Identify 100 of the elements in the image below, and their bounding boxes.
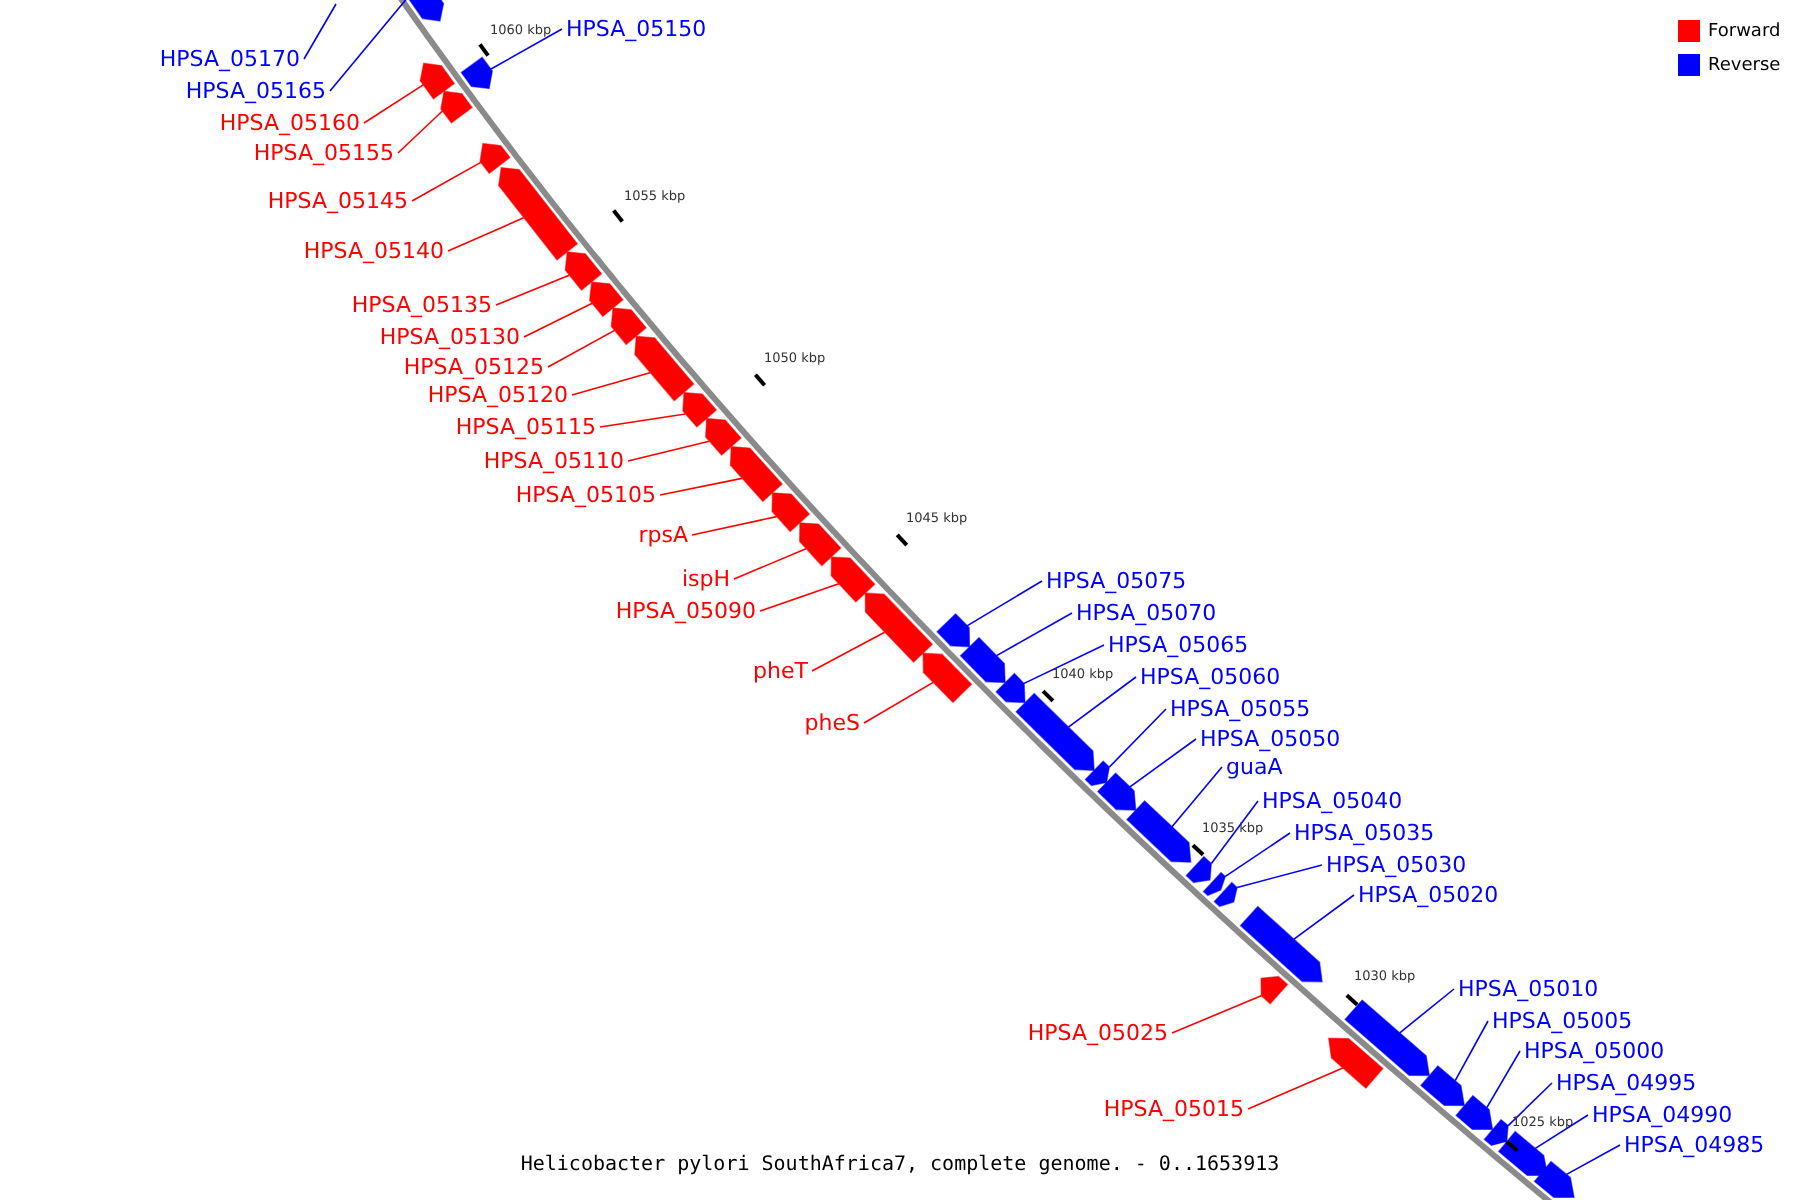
gene-block bbox=[1096, 772, 1137, 811]
gene-block bbox=[497, 166, 579, 261]
leader-line bbox=[490, 28, 563, 70]
gene-block bbox=[1533, 1160, 1575, 1198]
gene-block bbox=[1419, 1064, 1466, 1107]
gene-block bbox=[610, 307, 648, 346]
leader-line bbox=[1293, 894, 1355, 940]
gene-label: HPSA_05145 bbox=[267, 188, 408, 214]
gene-block bbox=[830, 556, 876, 603]
gene-block bbox=[1483, 1118, 1509, 1147]
gene-label: HPSA_05110 bbox=[483, 448, 624, 474]
gene-label: HPSA_05055 bbox=[1170, 696, 1311, 722]
leader-line bbox=[303, 3, 337, 60]
gene-label: HPSA_05050 bbox=[1200, 726, 1341, 752]
gene-label: guaA bbox=[1226, 754, 1283, 780]
gene-block bbox=[1213, 881, 1238, 908]
leader-line bbox=[599, 413, 687, 428]
gene-label: pheT bbox=[753, 658, 808, 684]
leader-line bbox=[691, 515, 778, 536]
gene-block bbox=[799, 522, 842, 567]
leader-line bbox=[1224, 832, 1291, 878]
leader-line bbox=[411, 161, 482, 202]
leader-line bbox=[547, 329, 616, 368]
gene-block bbox=[440, 90, 474, 124]
gene-block bbox=[1239, 905, 1323, 983]
gene-label: HPSA_05065 bbox=[1108, 632, 1249, 658]
gene-label: HPSA_05075 bbox=[1046, 568, 1187, 594]
gene-label: HPSA_04985 bbox=[1624, 1132, 1765, 1158]
gene-block bbox=[729, 445, 784, 503]
leader-line bbox=[627, 440, 710, 462]
gene-block bbox=[588, 281, 624, 318]
leader-line bbox=[1247, 1067, 1344, 1110]
gene-block bbox=[922, 652, 973, 704]
gene-label: ispH bbox=[681, 566, 730, 592]
gene-label: HPSA_05000 bbox=[1524, 1038, 1665, 1064]
gene-block bbox=[682, 391, 718, 428]
gene-block bbox=[1327, 1037, 1384, 1090]
gene-label: HPSA_05120 bbox=[427, 382, 568, 408]
legend-label: Reverse bbox=[1708, 54, 1781, 78]
gene-label: HPSA_05070 bbox=[1076, 600, 1217, 626]
leader-line bbox=[1171, 995, 1262, 1034]
leader-line bbox=[659, 477, 743, 496]
gene-block bbox=[1260, 975, 1289, 1005]
leader-line bbox=[397, 110, 444, 154]
gene-label: HPSA_05155 bbox=[253, 140, 394, 166]
gene-block bbox=[1125, 799, 1192, 863]
leader-line bbox=[1486, 1050, 1521, 1109]
leader-line bbox=[863, 681, 934, 724]
gene-block bbox=[419, 62, 456, 100]
gene-label: rpsA bbox=[638, 522, 688, 548]
gene-label: HPSA_05020 bbox=[1358, 882, 1499, 908]
gene-block bbox=[995, 672, 1026, 704]
gene-block bbox=[1202, 871, 1227, 897]
gene-block bbox=[479, 142, 511, 175]
leader-line bbox=[1129, 738, 1197, 788]
gene-label: HPSA_05040 bbox=[1262, 788, 1403, 814]
gene-block bbox=[1344, 999, 1431, 1077]
gene-label: HPSA_05010 bbox=[1458, 976, 1599, 1002]
leader-line bbox=[1507, 1082, 1553, 1127]
gene-label: HPSA_05025 bbox=[1027, 1020, 1168, 1046]
gene-label: HPSA_05170 bbox=[159, 46, 300, 72]
gene-label: HPSA_04990 bbox=[1592, 1102, 1733, 1128]
gene-label: HPSA_05005 bbox=[1492, 1008, 1633, 1034]
gene-label: HPSA_05130 bbox=[379, 324, 520, 350]
leader-line bbox=[966, 580, 1043, 627]
gene-label: HPSA_05165 bbox=[185, 78, 326, 104]
gene-block bbox=[1015, 692, 1095, 772]
gene-block bbox=[1185, 855, 1213, 884]
gene-label: HPSA_05160 bbox=[219, 110, 360, 136]
gene-label: HPSA_04995 bbox=[1556, 1070, 1697, 1096]
gene-block bbox=[771, 492, 811, 533]
leader-line bbox=[1023, 644, 1105, 685]
gene-label: HPSA_05125 bbox=[403, 354, 544, 380]
gene-label: pheS bbox=[804, 710, 860, 736]
gene-block bbox=[1497, 1130, 1549, 1176]
leader-line bbox=[1236, 864, 1323, 889]
leader-line bbox=[1210, 800, 1259, 865]
gene-block bbox=[864, 592, 934, 664]
gene-label: HPSA_05135 bbox=[351, 292, 492, 318]
gene-block bbox=[564, 251, 603, 292]
gene-label: HPSA_05030 bbox=[1326, 852, 1467, 878]
gene-block bbox=[460, 56, 494, 90]
gene-label: HPSA_05015 bbox=[1103, 1096, 1244, 1122]
legend-label: Forward bbox=[1708, 20, 1781, 44]
leader-line bbox=[995, 612, 1073, 657]
leader-line bbox=[447, 217, 525, 252]
leader-line bbox=[571, 372, 651, 396]
gene-label: HPSA_05035 bbox=[1294, 820, 1435, 846]
caption: Helicobacter pylori SouthAfrica7, complete genome. - 0..1653913 bbox=[520, 1154, 1280, 1176]
leader-line bbox=[495, 274, 570, 306]
leader-line bbox=[1565, 1144, 1621, 1176]
leader-line bbox=[1108, 708, 1167, 768]
leader-line bbox=[1171, 766, 1223, 828]
gene-label: HPSA_05105 bbox=[515, 482, 656, 508]
leader-line bbox=[1067, 676, 1137, 728]
gene-block bbox=[634, 335, 695, 402]
gene-label: HPSA_05090 bbox=[615, 598, 756, 624]
gene-block bbox=[1455, 1094, 1494, 1130]
leader-line bbox=[811, 631, 886, 672]
leader-line bbox=[523, 302, 593, 338]
